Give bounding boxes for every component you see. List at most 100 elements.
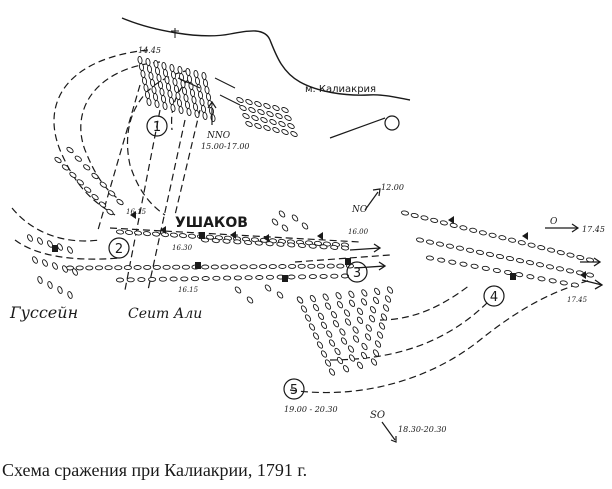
ship-marker <box>334 347 341 356</box>
ship-marker <box>75 265 84 271</box>
svg-text:1: 1 <box>153 120 161 135</box>
ship-marker <box>304 314 312 322</box>
ship-marker <box>312 303 320 312</box>
ship-marker <box>372 349 380 357</box>
ship-marker <box>322 293 329 301</box>
ship-marker <box>186 74 193 84</box>
ship-marker <box>162 68 169 78</box>
phase-marker-4: 4 <box>483 285 505 307</box>
ship-marker <box>161 61 167 71</box>
ship-marker <box>556 250 565 256</box>
ship-marker <box>187 233 197 239</box>
ship-marker <box>159 87 165 97</box>
ship-marker <box>124 230 134 235</box>
ship-marker <box>115 277 125 283</box>
ship-marker <box>251 115 259 121</box>
ship-marker <box>352 335 360 343</box>
ship-marker <box>281 224 289 232</box>
ship-marker <box>378 322 386 330</box>
ship-marker <box>169 232 179 238</box>
ship-marker <box>183 93 189 103</box>
phase-marker-3: 3 <box>346 261 368 283</box>
ship-marker <box>169 276 178 282</box>
ship-marker <box>201 71 207 81</box>
ship-marker <box>185 67 191 77</box>
ship-marker <box>137 55 143 65</box>
ship-marker <box>324 359 332 367</box>
ship-marker <box>67 291 73 299</box>
ship-marker <box>181 86 188 96</box>
ship-marker <box>508 237 517 243</box>
ship-marker <box>149 78 156 88</box>
ship-marker <box>181 264 190 270</box>
ship-marker <box>328 339 336 347</box>
ship-marker <box>456 245 464 251</box>
ship-marker <box>245 99 253 105</box>
ship-marker <box>342 365 350 373</box>
ship-marker <box>76 179 84 186</box>
ship-marker <box>230 264 239 270</box>
ship-marker <box>220 264 229 270</box>
ship-marker <box>287 242 296 248</box>
ship-marker <box>194 109 200 119</box>
ship-marker <box>154 99 160 109</box>
ship-marker <box>330 273 339 279</box>
ship-marker <box>254 101 262 107</box>
ship-marker <box>527 242 536 248</box>
ship-marker <box>488 232 497 238</box>
ship-marker <box>140 69 146 79</box>
ship-marker <box>328 368 336 376</box>
ship-marker <box>42 259 48 267</box>
ship-marker <box>248 107 256 113</box>
ship-marker <box>313 240 323 246</box>
ship-marker <box>255 275 264 280</box>
ship-marker <box>374 340 382 348</box>
ship-marker <box>268 264 277 270</box>
ship-marker <box>257 109 265 115</box>
ship-marker <box>336 356 344 365</box>
ship-marker <box>246 296 254 304</box>
ship-marker <box>368 315 376 323</box>
wind-arrow-o <box>545 223 580 233</box>
ship-marker <box>459 261 468 267</box>
ship-marker <box>278 121 286 127</box>
ship-marker <box>307 263 316 269</box>
ship-marker <box>91 194 99 201</box>
ship-marker <box>114 265 123 271</box>
ship-marker <box>170 103 176 113</box>
ship-marker <box>361 342 368 351</box>
ship-marker <box>426 239 434 245</box>
ship-marker <box>548 278 557 284</box>
ship-marker <box>249 264 258 270</box>
wind-arrow-nno <box>207 100 217 125</box>
ship-marker <box>566 252 575 258</box>
ship-marker <box>492 267 501 274</box>
ship-marker <box>290 131 298 137</box>
ship-marker <box>348 290 355 298</box>
ship-marker <box>347 345 355 353</box>
ship-marker <box>498 235 507 241</box>
ship-marker <box>449 222 458 228</box>
ship-marker <box>180 276 189 282</box>
ship-marker <box>364 333 372 341</box>
phase-marker-1: 1 <box>146 115 168 137</box>
ship-marker <box>537 276 546 282</box>
ship-marker <box>437 257 446 263</box>
wind-arrow-so <box>381 421 397 443</box>
wind-time-so: 18.30-20.30 <box>398 425 447 434</box>
ship-marker <box>141 76 148 86</box>
ship-marker <box>191 95 197 105</box>
ship-marker <box>436 241 444 247</box>
ship-marker <box>69 171 77 178</box>
ship-marker <box>265 274 275 280</box>
ship-marker <box>386 286 394 294</box>
ship-marker <box>47 240 53 248</box>
ship-marker <box>57 243 63 251</box>
ship-marker <box>517 240 526 246</box>
wind-time-o: 17.45 <box>582 225 605 234</box>
svg-text:4: 4 <box>490 290 498 305</box>
ship-marker <box>259 264 268 270</box>
ship-marker <box>272 127 280 133</box>
ship-marker <box>162 264 171 270</box>
ship-marker <box>151 231 161 237</box>
